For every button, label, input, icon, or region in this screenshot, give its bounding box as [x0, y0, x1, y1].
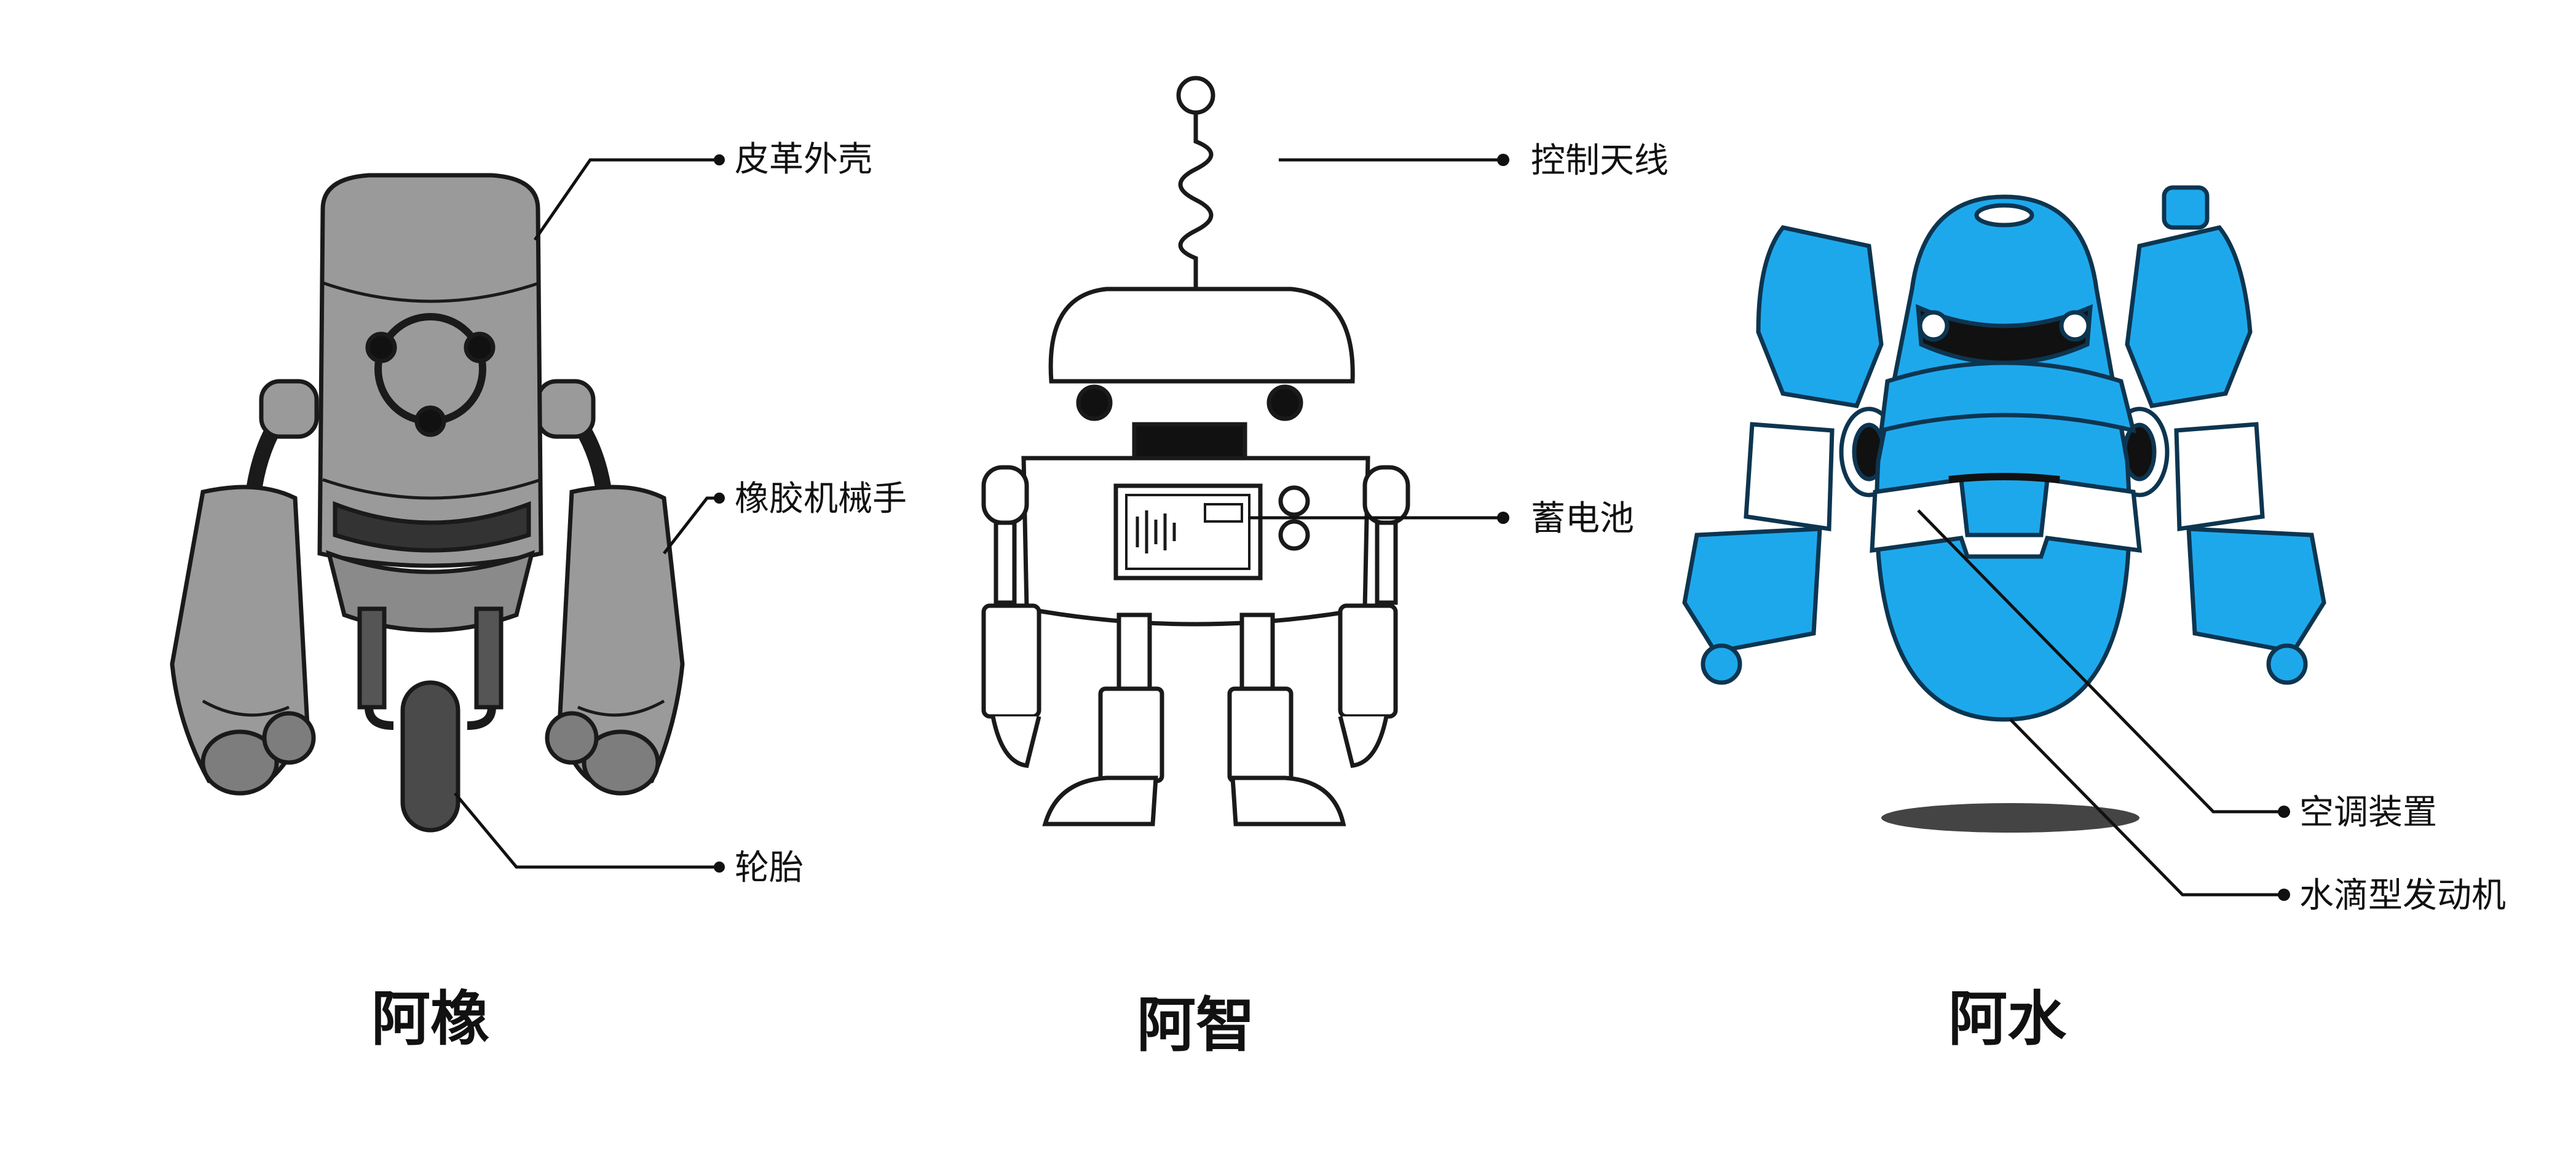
- callout-control-antenna: 控制天线: [1279, 141, 1669, 181]
- callout-label: 皮革外壳: [735, 140, 872, 180]
- callout-label: 轮胎: [735, 848, 804, 888]
- callout-leather-shell: 皮革外壳: [533, 140, 872, 241]
- callout-label: 空调装置: [2299, 793, 2437, 833]
- callout-label: 水滴型发动机: [2299, 876, 2506, 916]
- robot-name-acorn: 阿橡: [371, 985, 489, 1053]
- ground-shadow: [1881, 803, 2139, 833]
- callout-rubber-hand: 橡胶机械手: [663, 479, 907, 555]
- robot-name-smart: 阿智: [1137, 991, 1255, 1060]
- robot-acorn-illustration: [170, 173, 685, 833]
- callout-label: 控制天线: [1531, 141, 1669, 181]
- robot-smart-illustration: [981, 76, 1410, 826]
- callout-label: 蓄电池: [1531, 499, 1634, 539]
- robot-water-illustration: [1682, 185, 2326, 722]
- callout-drop-engine: 水滴型发动机: [2009, 718, 2506, 916]
- callout-battery: 蓄电池: [1248, 499, 1634, 539]
- callout-tire: 轮胎: [454, 792, 804, 888]
- robot-name-water: 阿水: [1948, 985, 2067, 1053]
- callout-label: 橡胶机械手: [735, 479, 907, 519]
- callout-air-conditioner: 空调装置: [1917, 509, 2437, 833]
